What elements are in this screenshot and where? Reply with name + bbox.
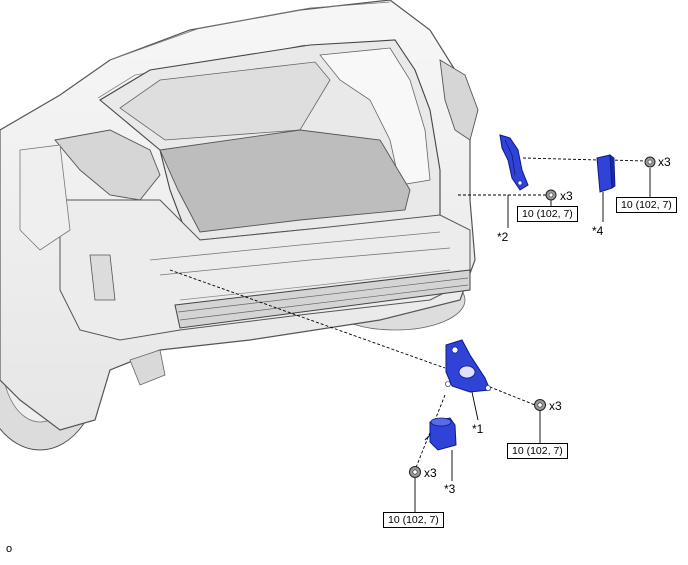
callout-label-2: *2 (497, 230, 509, 244)
torque-spec-box: 10 (102, 7) (517, 206, 578, 222)
callout-label-3: *3 (444, 482, 456, 496)
torque-spec-box: 10 (102, 7) (616, 197, 677, 213)
module-part-4 (596, 154, 616, 193)
quantity-label: x3 (549, 399, 562, 413)
torque-spec-box: 10 (102, 7) (383, 512, 444, 528)
solid-leaders (414, 168, 651, 512)
callout-label-1: *1 (472, 422, 484, 436)
quantity-label: x3 (424, 466, 437, 480)
torque-spec-box: 10 (102, 7) (507, 443, 568, 459)
quantity-label: x3 (560, 189, 573, 203)
nut-icons (409, 156, 656, 478)
corner-mark: o (6, 543, 13, 555)
quantity-label: x3 (658, 155, 671, 169)
vehicle-body (0, 0, 479, 431)
callout-label-4: *4 (592, 224, 604, 238)
bracket-part-1 (445, 339, 491, 393)
nut-icon (644, 156, 656, 168)
nut-icon (534, 399, 546, 411)
bracket-part-2 (499, 134, 529, 191)
sensor-part-3 (424, 417, 457, 451)
nut-icon (545, 189, 557, 201)
nut-icon (409, 466, 421, 478)
